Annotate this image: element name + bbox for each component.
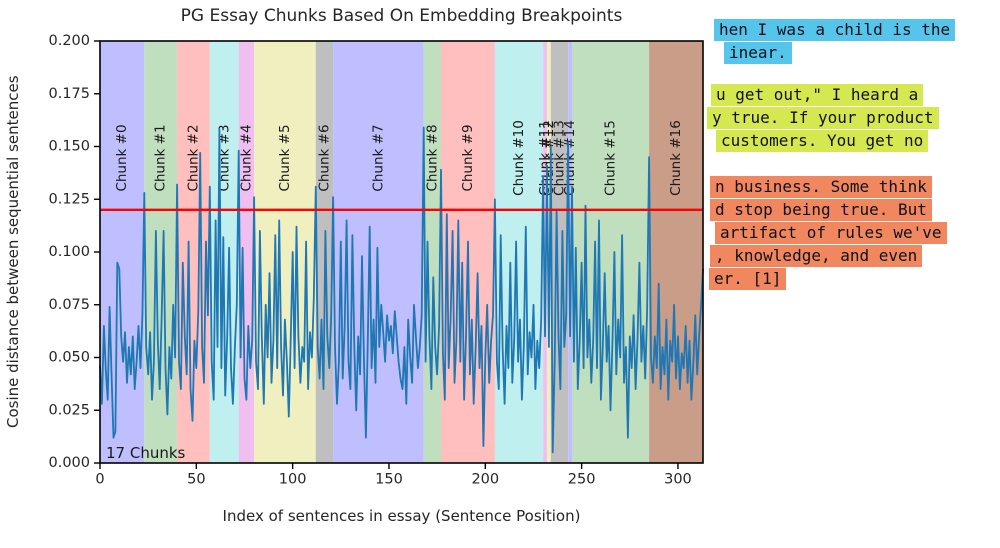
annotation-line: artifact of rules we've bbox=[715, 222, 947, 244]
annotation-line: y true. If your product bbox=[707, 107, 939, 129]
annotation-line: hen I was a child is the bbox=[714, 19, 956, 41]
chunks-chart: PG Essay Chunks Based On Embedding Break… bbox=[4, 6, 704, 525]
annotation-line: u get out," I heard a bbox=[711, 84, 924, 106]
distance-line bbox=[99, 126, 704, 454]
x-tick-label: 0 bbox=[95, 472, 104, 488]
chunk-band bbox=[423, 41, 441, 463]
x-tick-label: 250 bbox=[568, 472, 596, 488]
y-tick-label: 0.175 bbox=[48, 86, 90, 102]
chunk-label: Chunk #13 bbox=[551, 120, 567, 196]
chunk-label: Chunk #5 bbox=[277, 124, 293, 191]
chunk-label: Chunk #1 bbox=[153, 124, 169, 191]
y-axis-label: Cosine distance between sequential sente… bbox=[4, 75, 22, 429]
chunk-band bbox=[100, 41, 145, 463]
chunk-label: Chunk #4 bbox=[238, 124, 254, 191]
chunk-label: Chunk #16 bbox=[668, 120, 684, 196]
x-tick-label: 100 bbox=[279, 472, 307, 488]
x-tick-label: 200 bbox=[471, 472, 499, 488]
chunk-label: Chunk #0 bbox=[114, 124, 130, 191]
annotation-line: , knowledge, and even bbox=[710, 245, 923, 267]
x-tick-label: 300 bbox=[664, 472, 692, 488]
y-tick-label: 0.125 bbox=[48, 191, 90, 207]
y-tick-label: 0.200 bbox=[48, 33, 90, 49]
y-tick-label: 0.100 bbox=[48, 244, 90, 260]
annotation-line: n business. Some think bbox=[710, 176, 932, 198]
y-tick-label: 0.000 bbox=[48, 455, 90, 471]
chunk-band bbox=[546, 41, 551, 463]
chunk-label: Chunk #6 bbox=[316, 124, 332, 191]
x-tick-label: 150 bbox=[375, 472, 403, 488]
chunk-label: Chunk #2 bbox=[185, 124, 201, 191]
chunk-band bbox=[333, 41, 424, 463]
chunk-label: Chunk #15 bbox=[603, 120, 619, 196]
y-tick-label: 0.075 bbox=[48, 297, 90, 313]
x-tick-label: 50 bbox=[187, 472, 205, 488]
chunk-band bbox=[649, 41, 703, 463]
chunk-label: Chunk #11 bbox=[537, 120, 553, 196]
chunk-label: Chunk #8 bbox=[424, 124, 440, 191]
y-tick-label: 0.150 bbox=[48, 139, 90, 155]
chunk-band bbox=[494, 41, 544, 463]
annotation-line: inear. bbox=[724, 42, 792, 64]
annotation-line: customers. You get no bbox=[716, 130, 929, 152]
annotation-line: er. [1] bbox=[709, 268, 787, 290]
chunk-count-annotation: 17 Chunks bbox=[106, 444, 186, 462]
chunk-label: Chunk #12 bbox=[541, 120, 557, 196]
annotation-line: d stop being true. But bbox=[710, 199, 932, 221]
chunk-label: Chunk #9 bbox=[460, 124, 476, 191]
chunk-label: Chunk #14 bbox=[562, 120, 578, 196]
chunk-label: Chunk #7 bbox=[370, 124, 386, 191]
chunk-band bbox=[543, 41, 547, 463]
y-tick-label: 0.025 bbox=[48, 402, 90, 418]
x-axis-label: Index of sentences in essay (Sentence Po… bbox=[222, 507, 581, 525]
chart-title: PG Essay Chunks Based On Embedding Break… bbox=[180, 6, 623, 26]
chunk-label: Chunk #10 bbox=[511, 120, 527, 196]
chunk-band bbox=[144, 41, 178, 463]
y-tick-label: 0.050 bbox=[48, 350, 90, 366]
